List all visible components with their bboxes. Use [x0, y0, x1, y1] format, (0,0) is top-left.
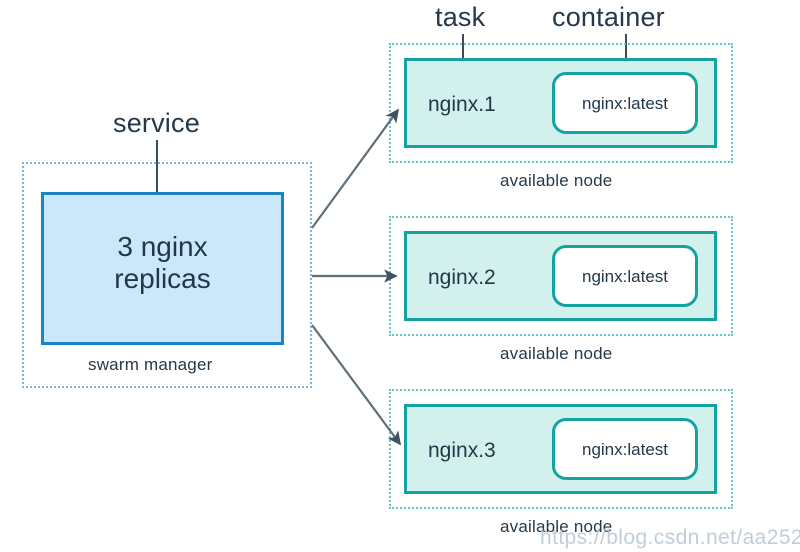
callout-label-service: service: [113, 108, 200, 138]
available-node-caption-3: available node: [500, 517, 613, 536]
task-label-3: nginx.3: [428, 439, 496, 462]
container-box-2[interactable]: [552, 245, 698, 307]
task-label-2: nginx.2: [428, 266, 496, 289]
service-box[interactable]: [41, 192, 284, 345]
container-box-1[interactable]: [552, 72, 698, 134]
available-node-group-1: [389, 43, 733, 163]
leader-line-service: [156, 140, 158, 218]
task-label-1: nginx.1: [428, 93, 496, 116]
arrow-service-to-node-3: [311, 324, 402, 446]
watermark-text: https://blog.csdn.net/aa2528877987: [540, 526, 800, 549]
available-node-caption-1: available node: [500, 171, 613, 190]
container-label-3: nginx:latest: [582, 440, 668, 459]
container-box-3[interactable]: [552, 418, 698, 480]
swarm-manager-caption: swarm manager: [88, 355, 213, 374]
container-label-1: nginx:latest: [582, 94, 668, 113]
available-node-group-3: [389, 389, 733, 509]
available-node-caption-2: available node: [500, 344, 613, 363]
container-label-2: nginx:latest: [582, 267, 668, 286]
arrow-service-to-node-1: [311, 108, 400, 229]
service-box-label: 3 nginx replicas: [114, 231, 211, 295]
callout-label-container: container: [552, 2, 665, 32]
swarm-manager-group: [22, 162, 312, 388]
callout-label-task: task: [435, 2, 486, 32]
